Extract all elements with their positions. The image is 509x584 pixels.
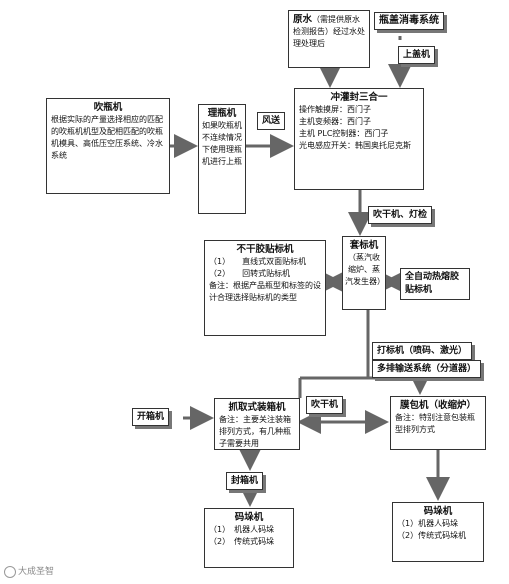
shrink-wrapper-title: 膜包机（收缩炉） xyxy=(399,400,476,411)
adhesive-labeler-title: 不干胶贴标机 xyxy=(236,244,294,255)
blow-molding-text: 根据实际的产量选择相应的匹配的吹瓶机机型及配相匹配的吹瓶机模具、高低压空压系统、… xyxy=(51,115,163,160)
blow-molding-title: 吹瓶机 xyxy=(93,102,123,113)
palletizer-box-right: 码垛机 （1）机器人码垛 （2）传统式码垛机 xyxy=(392,502,484,562)
cap-feeder-label: 上盖机 xyxy=(398,46,436,64)
palletizer-right-line: （1）机器人码垛 xyxy=(397,519,459,528)
weibo-logo-icon xyxy=(4,565,16,578)
multi-lane-conveyor-label: 多排输送系统（分道器） xyxy=(372,360,482,378)
sleeve-labeler-text: （蒸汽收缩炉、蒸汽发生器） xyxy=(345,253,385,286)
dryer-label: 吹干机 xyxy=(306,396,344,414)
case-packer-box: 抓取式装箱机 备注：主要关注装箱排列方式，有几种瓶子需要共用 xyxy=(214,398,300,450)
palletizer-left-title: 码垛机 xyxy=(234,512,264,523)
rinse-fill-cap-box: 冲灌封三合一 操作触摸屏：西门子 主机变频器：西门子 主机 PLC控制器：西门子… xyxy=(294,88,424,190)
rinse-fill-cap-line: 光电感应开关：韩国奥托尼克斯 xyxy=(299,141,411,150)
watermark-text: 大成圣智 xyxy=(18,567,55,577)
bottle-unscrambler-text: 如果吹瓶机不连续情况下使用理瓶机进行上瓶 xyxy=(202,121,242,166)
palletizer-left-line: （1） 机器人码垛 xyxy=(209,525,275,534)
case-packer-title: 抓取式装箱机 xyxy=(228,402,286,413)
rinse-fill-cap-line: 操作触摸屏：西门子 xyxy=(299,105,371,114)
bottle-unscrambler-box: 理瓶机 如果吹瓶机不连续情况下使用理瓶机进行上瓶 xyxy=(198,104,246,214)
palletizer-left-line: （2） 传统式码垛 xyxy=(209,537,275,546)
palletizer-right-title: 码垛机 xyxy=(423,506,453,517)
rinse-fill-cap-line: 主机 PLC控制器：西门子 xyxy=(299,129,389,138)
coding-machine-label: 打标机（喷码、激光） xyxy=(372,342,473,360)
cap-sterilization-label: 瓶盖消毒系统 xyxy=(374,12,444,30)
rinse-fill-cap-title: 冲灌封三合一 xyxy=(330,92,388,103)
sleeve-labeler-title: 套标机 xyxy=(349,240,379,251)
adhesive-labeler-line: （2） 回转式贴标机 xyxy=(209,269,291,278)
sleeve-labeler-box: 套标机 （蒸汽收缩炉、蒸汽发生器） xyxy=(342,236,386,310)
shrink-wrapper-text: 备注：特别注意包装瓶型排列方式 xyxy=(395,413,475,434)
raw-water-box: 原水（需提供原水检测报告）经过水处理处理后 xyxy=(288,10,370,68)
raw-water-text: （需提供原水检测报告）经过水处理处理后 xyxy=(293,15,365,48)
raw-water-title: 原水 xyxy=(293,14,313,25)
watermark: 大成圣智 xyxy=(4,564,54,578)
adhesive-labeler-line: （1） 直线式双面贴标机 xyxy=(209,257,307,266)
shrink-wrapper-box: 膜包机（收缩炉） 备注：特别注意包装瓶型排列方式 xyxy=(390,396,486,450)
case-packer-text: 备注：主要关注装箱排列方式，有几种瓶子需要共用 xyxy=(219,415,291,448)
adhesive-labeler-line: 备注：根据产品瓶型和标签的设计合理选择贴标机的类型 xyxy=(209,281,321,302)
adhesive-labeler-box: 不干胶贴标机 （1） 直线式双面贴标机 （2） 回转式贴标机 备注：根据产品瓶型… xyxy=(204,240,326,336)
palletizer-box-left: 码垛机 （1） 机器人码垛 （2） 传统式码垛 xyxy=(204,508,294,568)
case-erector-label: 开箱机 xyxy=(132,408,170,426)
bottle-unscrambler-title: 理瓶机 xyxy=(207,108,237,119)
hotmelt-labeler-label: 全自动热熔胶贴标机 xyxy=(400,268,470,300)
palletizer-right-line: （2）传统式码垛机 xyxy=(397,531,467,540)
dryer-inspection-label: 吹干机、灯检 xyxy=(368,206,433,224)
air-conveyor-label: 风送 xyxy=(257,112,286,130)
case-sealer-label: 封箱机 xyxy=(226,472,264,490)
rinse-fill-cap-line: 主机变频器：西门子 xyxy=(299,117,371,126)
blow-molding-machine-box: 吹瓶机 根据实际的产量选择相应的匹配的吹瓶机机型及配相匹配的吹瓶机模具、高低压空… xyxy=(46,98,170,194)
